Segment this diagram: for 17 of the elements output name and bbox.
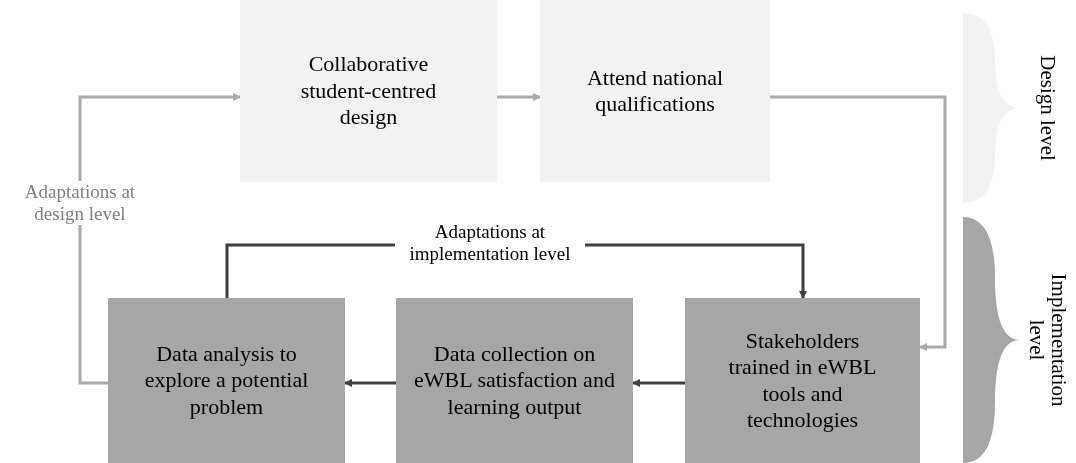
process-box <box>540 0 770 182</box>
box-text: Stakeholders trained in eWBL tools and technologies <box>727 327 878 434</box>
process-box <box>685 298 920 463</box>
process-box <box>240 0 497 182</box>
box-text: Collaborative student-centred design <box>299 51 438 131</box>
level-label: Implementation level <box>1025 272 1071 409</box>
arrow <box>344 379 396 387</box>
process-box <box>108 298 345 463</box>
arrow <box>78 93 241 385</box>
process-box <box>396 298 633 463</box>
arrow <box>497 93 541 101</box>
arrow <box>632 379 685 387</box>
box-text: Attend national qualifications <box>585 64 725 118</box>
box-text: Data collection on eWBL satisfaction and learning output <box>413 340 616 421</box>
level-label: Design level <box>1037 54 1059 163</box>
box-text: Data analysis to explore a potential problem <box>143 340 310 421</box>
arrow <box>770 95 947 351</box>
